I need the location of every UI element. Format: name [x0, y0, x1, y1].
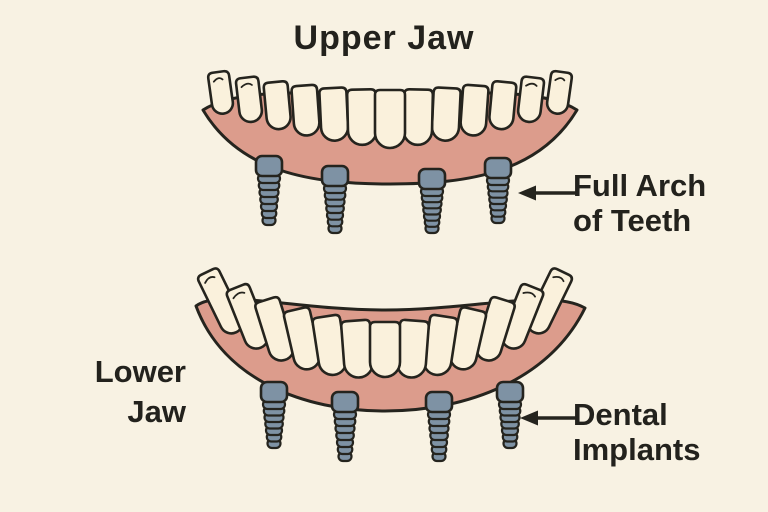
full-arch-annotation-line1: Full Arch [573, 168, 707, 203]
lower-jaw-label-line1: Lower [94, 354, 186, 389]
arrow-left-icon [520, 410, 579, 426]
lower-jaw-label-line2: Jaw [127, 394, 186, 429]
dental-implants-annotation-line2: Implants [573, 432, 701, 467]
lower-jaw-illustration [194, 267, 587, 463]
dental-implants-annotation-line1: Dental [573, 397, 668, 432]
full-arch-annotation: Full Arch of Teeth [573, 168, 706, 238]
upper-jaw-illustration [201, 69, 579, 235]
full-arch-annotation-line2: of Teeth [573, 203, 692, 238]
lower-jaw-label: Lower Jaw [40, 352, 186, 432]
arrow-left-icon [518, 185, 577, 201]
dental-implants-annotation: Dental Implants [573, 397, 700, 467]
upper-jaw-title: Upper Jaw [293, 19, 475, 57]
